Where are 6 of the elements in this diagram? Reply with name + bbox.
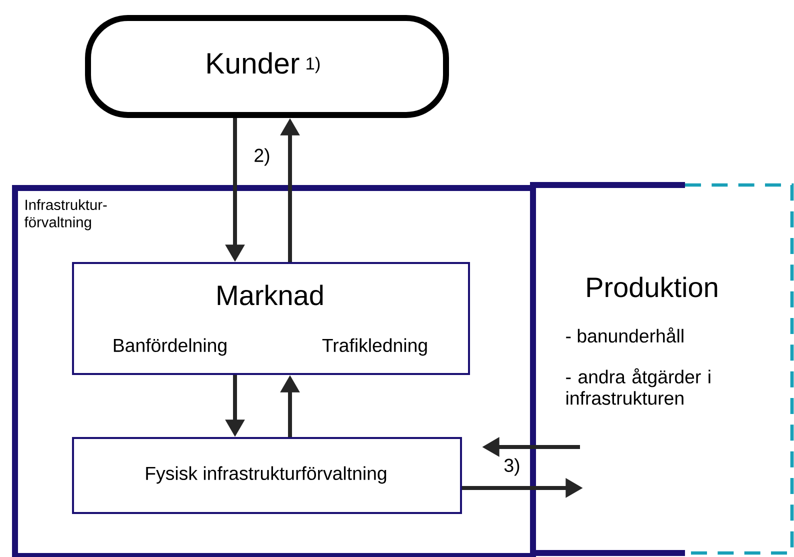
process-box: Fysisk infrastrukturförvaltning (72, 437, 462, 514)
terminal-box: Kunder 1) (85, 15, 449, 118)
edge-label: 3) (502, 456, 522, 478)
production-area: Produktion - banunderhåll - andra åtgärder i infrastrukturen (530, 182, 794, 556)
edge-label: 2) (252, 146, 272, 168)
process-box: Marknad Banfördelning Trafikledning (72, 262, 470, 375)
